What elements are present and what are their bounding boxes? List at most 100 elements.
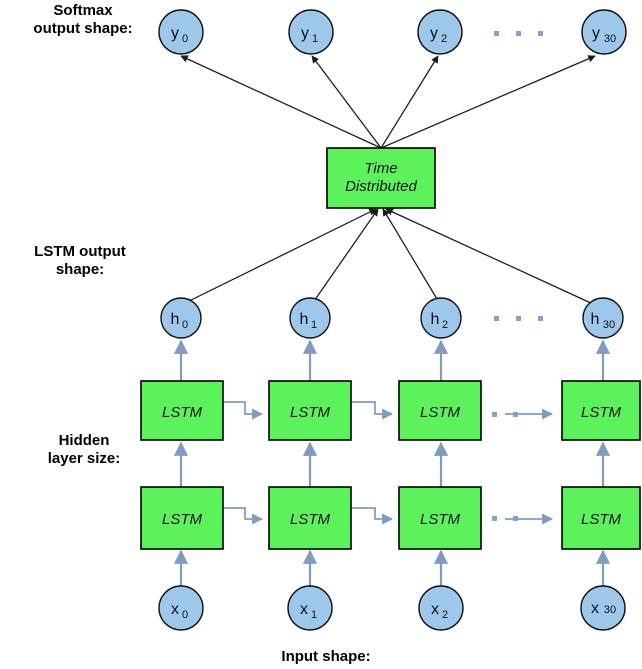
node-h2: h 2 <box>420 297 462 339</box>
ellipsis-dot <box>538 31 543 36</box>
lstm2-cell-0-box <box>140 380 224 441</box>
node-h30: h 30 <box>582 297 624 339</box>
lstm1-cell-0-label: LSTM <box>162 511 203 528</box>
node-h0-label: h <box>171 311 180 328</box>
node-y30-subscript: 30 <box>604 33 616 45</box>
ellipsis-dot <box>494 316 499 321</box>
node-x2-circle <box>418 585 464 631</box>
node-x2: x 2 <box>418 585 464 631</box>
lstm1-cell-3-label: LSTM <box>581 511 622 528</box>
node-y1-label: y <box>301 25 309 42</box>
label-input-shape: Input shape: <box>281 648 371 665</box>
time-distributed-label-line1: Time <box>364 160 397 177</box>
label-softmax-output-shape: Softmax output shape: <box>33 2 133 38</box>
arrow-h30-to-td <box>385 208 594 305</box>
ellipsis-dot <box>492 516 497 521</box>
lstm2-cell-3-box <box>561 380 641 441</box>
node-h0: h 0 <box>160 297 202 339</box>
lstm2-cell-1-label: LSTM <box>290 404 331 421</box>
arrow-h0-to-td <box>182 208 377 305</box>
lstm1-cell-1: LSTM <box>268 486 352 550</box>
node-y30-label: y <box>592 25 600 42</box>
node-x1: x 1 <box>287 585 333 631</box>
lstm1-cell-2-box <box>398 486 482 550</box>
lstm1-cell-1-label: LSTM <box>290 511 331 528</box>
node-h0-subscript: 0 <box>182 319 188 331</box>
node-y0-circle <box>158 9 204 55</box>
ellipsis-lstm-lower-row <box>492 516 518 521</box>
node-y0-label: y <box>171 25 179 42</box>
lstm2-cell-3: LSTM <box>561 380 641 441</box>
node-y30-circle <box>581 9 627 55</box>
node-y2-label: y <box>430 25 438 42</box>
node-y2-circle <box>417 9 463 55</box>
lstm1-cell-3: LSTM <box>561 486 641 550</box>
node-y1: y 1 <box>288 9 334 55</box>
lstm1-cell-1-box <box>268 486 352 550</box>
node-x30-circle <box>580 585 626 631</box>
node-h1: h 1 <box>289 297 331 339</box>
label-lstm-output-shape: LSTM output shape: <box>34 243 126 279</box>
timedistributed-input-arrow-group <box>182 208 594 305</box>
node-h1-circle <box>289 297 331 339</box>
node-y1-circle <box>288 9 334 55</box>
softmax-arrow-group <box>180 55 596 149</box>
ellipsis-lstm-upper-row <box>492 412 518 417</box>
stack-feed-arrow-group <box>173 441 611 487</box>
lstm2-cell-0: LSTM <box>140 380 224 441</box>
lstm1-cell-2-label: LSTM <box>420 511 461 528</box>
arrow-h2-to-td <box>382 208 441 305</box>
lstm2-cell-2-label: LSTM <box>420 404 461 421</box>
time-distributed-block: Time Distributed <box>326 147 436 209</box>
node-x1-circle <box>287 585 333 631</box>
node-h2-label: h <box>431 311 440 328</box>
node-y0-subscript: 0 <box>182 33 188 45</box>
arrow-h1-to-td <box>311 208 379 305</box>
lstm1-cell-0-box <box>140 486 224 550</box>
node-y2: y 2 <box>417 9 463 55</box>
ellipsis-dot <box>513 516 518 521</box>
node-x30: x 30 <box>580 585 626 631</box>
node-x30-subscript: 30 <box>604 604 616 616</box>
node-x30-label: x <box>591 600 599 617</box>
ellipsis-dot <box>538 316 543 321</box>
lstm2-cell-3-label: LSTM <box>581 404 622 421</box>
time-distributed-box <box>326 147 436 209</box>
ellipsis-output-row <box>494 31 543 36</box>
ellipsis-dot <box>492 412 497 417</box>
lstm-layer-1-row: LSTM LSTM LSTM LSTM <box>140 486 641 550</box>
lstm2-cell-1: LSTM <box>268 380 352 441</box>
lstm1-cell-3-box <box>561 486 641 550</box>
node-h1-subscript: 1 <box>311 319 317 331</box>
softmax-output-node-row: y 0 y 1 y 2 y 30 <box>158 9 627 55</box>
node-y1-subscript: 1 <box>312 33 318 45</box>
arrow-td-to-y1 <box>311 55 382 149</box>
ellipsis-dot <box>494 31 499 36</box>
node-x0: x 0 <box>158 585 204 631</box>
node-h1-label: h <box>300 311 309 328</box>
node-y30: y 30 <box>581 9 627 55</box>
lstm1-cell-0: LSTM <box>140 486 224 550</box>
node-h30-label: h <box>591 311 600 328</box>
node-x2-subscript: 2 <box>442 609 448 621</box>
lstm1-cell-2: LSTM <box>398 486 482 550</box>
ellipsis-hidden-row <box>494 316 543 321</box>
hidden-feed-arrow-group <box>173 339 611 381</box>
node-y0: y 0 <box>158 9 204 55</box>
ellipsis-dot <box>516 31 521 36</box>
lstm2-cell-0-label: LSTM <box>162 404 203 421</box>
node-x1-label: x <box>300 601 308 618</box>
node-x0-circle <box>158 585 204 631</box>
lstm-layer-2-row: LSTM LSTM LSTM LSTM <box>140 380 641 441</box>
node-h2-subscript: 2 <box>442 319 448 331</box>
node-x2-label: x <box>431 601 439 618</box>
input-node-row: x 0 x 1 x 2 x 30 <box>158 585 626 631</box>
label-hidden-layer-size: Hidden layer size: <box>47 432 121 468</box>
node-x0-subscript: 0 <box>182 609 188 621</box>
arrow-td-to-y0 <box>180 55 382 149</box>
node-h30-circle <box>582 297 624 339</box>
arrow-td-to-y2 <box>380 55 439 149</box>
node-y2-subscript: 2 <box>441 33 447 45</box>
